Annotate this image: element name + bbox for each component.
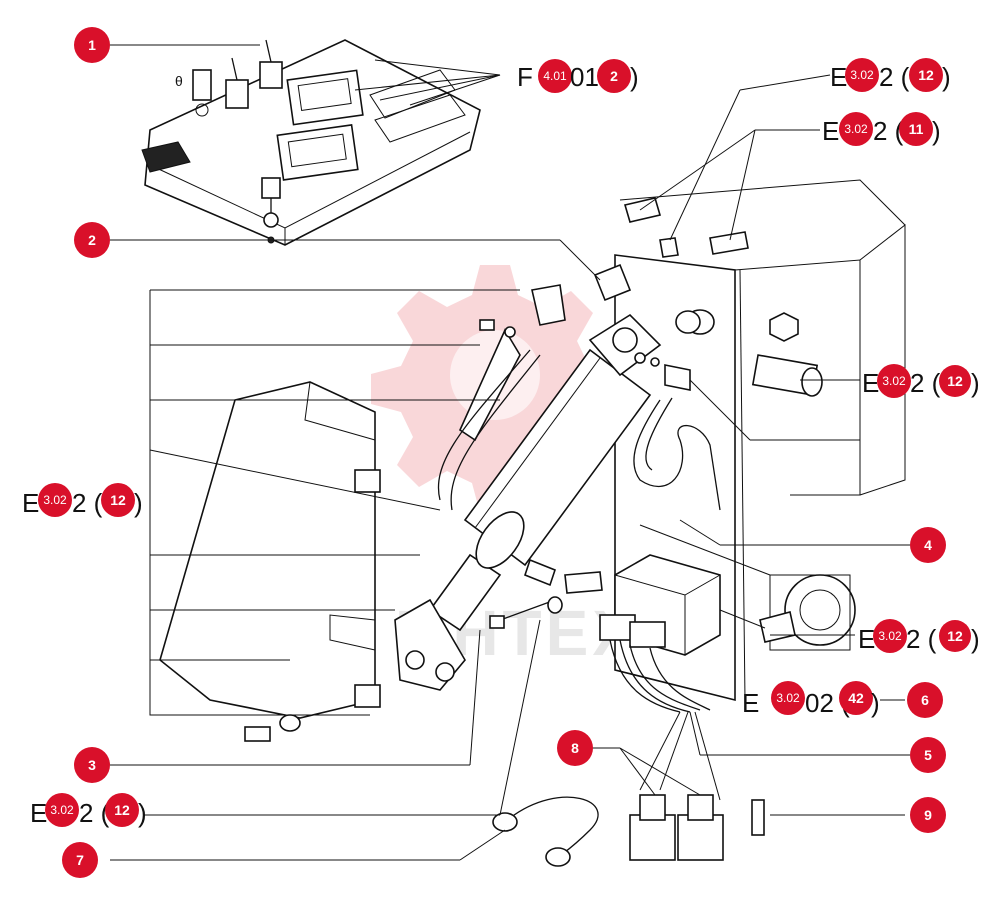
ref-badge: 3.02 <box>844 122 868 136</box>
callout-8[interactable]: 8 <box>557 730 593 766</box>
ref-code-suffix: 2 ( <box>910 368 941 398</box>
ref-e302-12-right-lower[interactable]: E 3.02 2 ( 12 ) <box>858 619 980 654</box>
ref-code-suffix: 2 ( <box>906 624 937 654</box>
ref-tail: ) <box>932 116 941 146</box>
callout-1[interactable]: 1 <box>74 27 110 63</box>
ref-tail: ) <box>138 798 147 828</box>
callout-1-label: 1 <box>88 37 96 53</box>
leader-lines <box>110 44 910 861</box>
ref-number: 12 <box>110 492 126 508</box>
ref-code-prefix: F <box>517 62 533 92</box>
callout-5-label: 5 <box>924 747 932 763</box>
callout-5[interactable]: 5 <box>910 737 946 773</box>
callout-9-label: 9 <box>924 807 932 823</box>
ref-code-prefix: E <box>822 116 839 146</box>
ref-code-suffix: 2 ( <box>879 62 910 92</box>
bolt-and-washers <box>489 571 603 629</box>
ref-f401-2[interactable]: F 4.01 01 ( 2 ) <box>517 59 639 93</box>
ref-number: 12 <box>947 373 963 389</box>
ref-code-prefix: E <box>30 798 47 828</box>
ref-number: 12 <box>114 802 130 818</box>
ref-badge: 3.02 <box>776 691 800 705</box>
callout-2[interactable]: 2 <box>74 222 110 258</box>
svg-text:θ: θ <box>175 73 183 89</box>
callout-4[interactable]: 4 <box>910 527 946 563</box>
ref-code-suffix: 2 ( <box>72 488 103 518</box>
ref-code-prefix: E <box>830 62 847 92</box>
ref-number: 42 <box>848 690 864 706</box>
ref-e302-12-left[interactable]: E 3.02 2 ( 12 ) <box>22 483 143 518</box>
ref-tail: ) <box>942 62 951 92</box>
ref-e302-42[interactable]: E 3.02 02 ( 42 ) <box>742 681 880 718</box>
ref-code-prefix: E <box>742 688 759 718</box>
callout-3[interactable]: 3 <box>74 747 110 783</box>
ref-badge: 3.02 <box>43 493 67 507</box>
ref-e302-12-right-upper[interactable]: E 3.02 2 ( 12 ) <box>862 364 980 398</box>
callout-6-label: 6 <box>921 692 929 708</box>
ref-number: 11 <box>909 121 924 137</box>
ground-cable <box>492 796 599 867</box>
ref-number: 12 <box>918 67 934 83</box>
callout-2-label: 2 <box>88 232 96 248</box>
ref-badge: 3.02 <box>882 374 906 388</box>
ref-code-suffix: 2 ( <box>873 116 904 146</box>
ref-badge: 3.02 <box>50 803 74 817</box>
ref-tail: ) <box>630 62 639 92</box>
ref-code-prefix: E <box>862 368 879 398</box>
ref-tail: ) <box>871 688 880 718</box>
ref-e302-12-left-lower[interactable]: E 3.02 2 ( 12 ) <box>30 793 147 828</box>
ref-number: 2 <box>610 68 618 84</box>
callout-8-label: 8 <box>571 740 579 756</box>
ref-tail: ) <box>971 368 980 398</box>
ref-e302-12-top[interactable]: E 3.02 2 ( 12 ) <box>830 58 951 92</box>
ref-number: 12 <box>947 628 963 644</box>
control-panel-assembly: θ <box>141 39 481 246</box>
callout-7[interactable]: 7 <box>62 842 98 878</box>
callout-4-label: 4 <box>924 537 932 553</box>
callout-6[interactable]: 6 <box>907 682 943 718</box>
ref-e302-11[interactable]: E 3.02 2 ( 11 ) <box>822 112 941 146</box>
hydraulic-cylinder <box>394 263 721 691</box>
pin <box>751 799 765 836</box>
ref-tail: ) <box>971 624 980 654</box>
callout-3-label: 3 <box>88 757 96 773</box>
ref-badge: 3.02 <box>878 629 902 643</box>
callout-9[interactable]: 9 <box>910 797 946 833</box>
ref-code-prefix: E <box>858 624 875 654</box>
ref-tail: ) <box>134 488 143 518</box>
connectors <box>629 794 724 861</box>
callout-7-label: 7 <box>76 852 84 868</box>
cover-plate <box>159 381 381 742</box>
ref-code-suffix: 2 ( <box>79 798 110 828</box>
ref-badge: 4.01 <box>543 69 567 83</box>
ref-badge: 3.02 <box>850 68 874 82</box>
ref-code-prefix: E <box>22 488 39 518</box>
